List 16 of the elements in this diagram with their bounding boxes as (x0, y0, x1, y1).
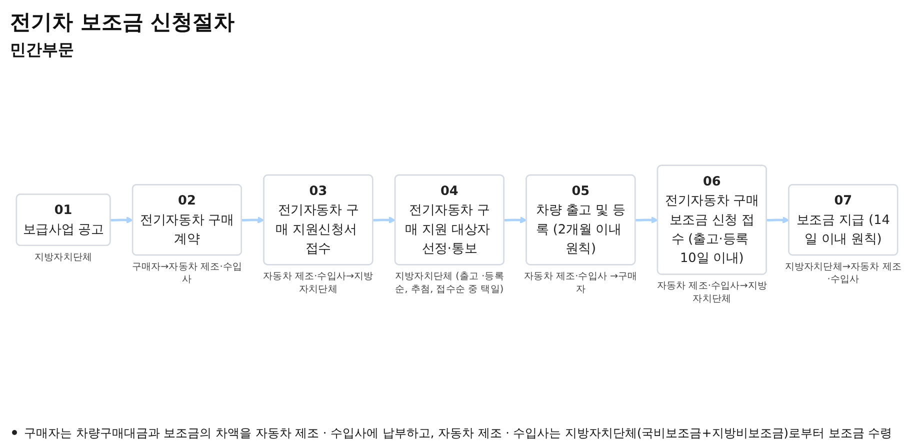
node-caption: 지방자치단체→자동차 제조·수입사 (784, 260, 902, 286)
node-caption: 자동차 제조·수입사→지방자치단체 (262, 269, 374, 296)
arrow (242, 216, 264, 224)
arrow (110, 216, 134, 224)
node-caption: 자동차 제조·수입사 →구매자 (523, 269, 638, 296)
node-caption: 구매자→자동차 제조·수입사 (130, 260, 244, 286)
arrow (635, 216, 658, 224)
arrow (766, 216, 790, 224)
title: 전기차 보조금 신청절차 (10, 9, 236, 36)
subtitle: 민간부문 (10, 40, 75, 61)
note-text: 구매자는 차량구매대금과 보조금의 차액을 자동차 제조 · 수입사에 납부하고, 자동차 제조 · 수입사는 지방자치단체(국비보조금+지방비보조금)로부터 보조금 수령 (24, 426, 892, 440)
arrow (504, 216, 527, 224)
node-caption: 자동차 제조·수입사→지방자치단체 (656, 279, 768, 305)
node-caption: 지방자치단체 (33, 250, 94, 264)
arrow (372, 216, 396, 224)
node-caption: 지방자치단체 (출고 ·등록순, 추첨, 접수순 중 택일) (394, 269, 505, 296)
